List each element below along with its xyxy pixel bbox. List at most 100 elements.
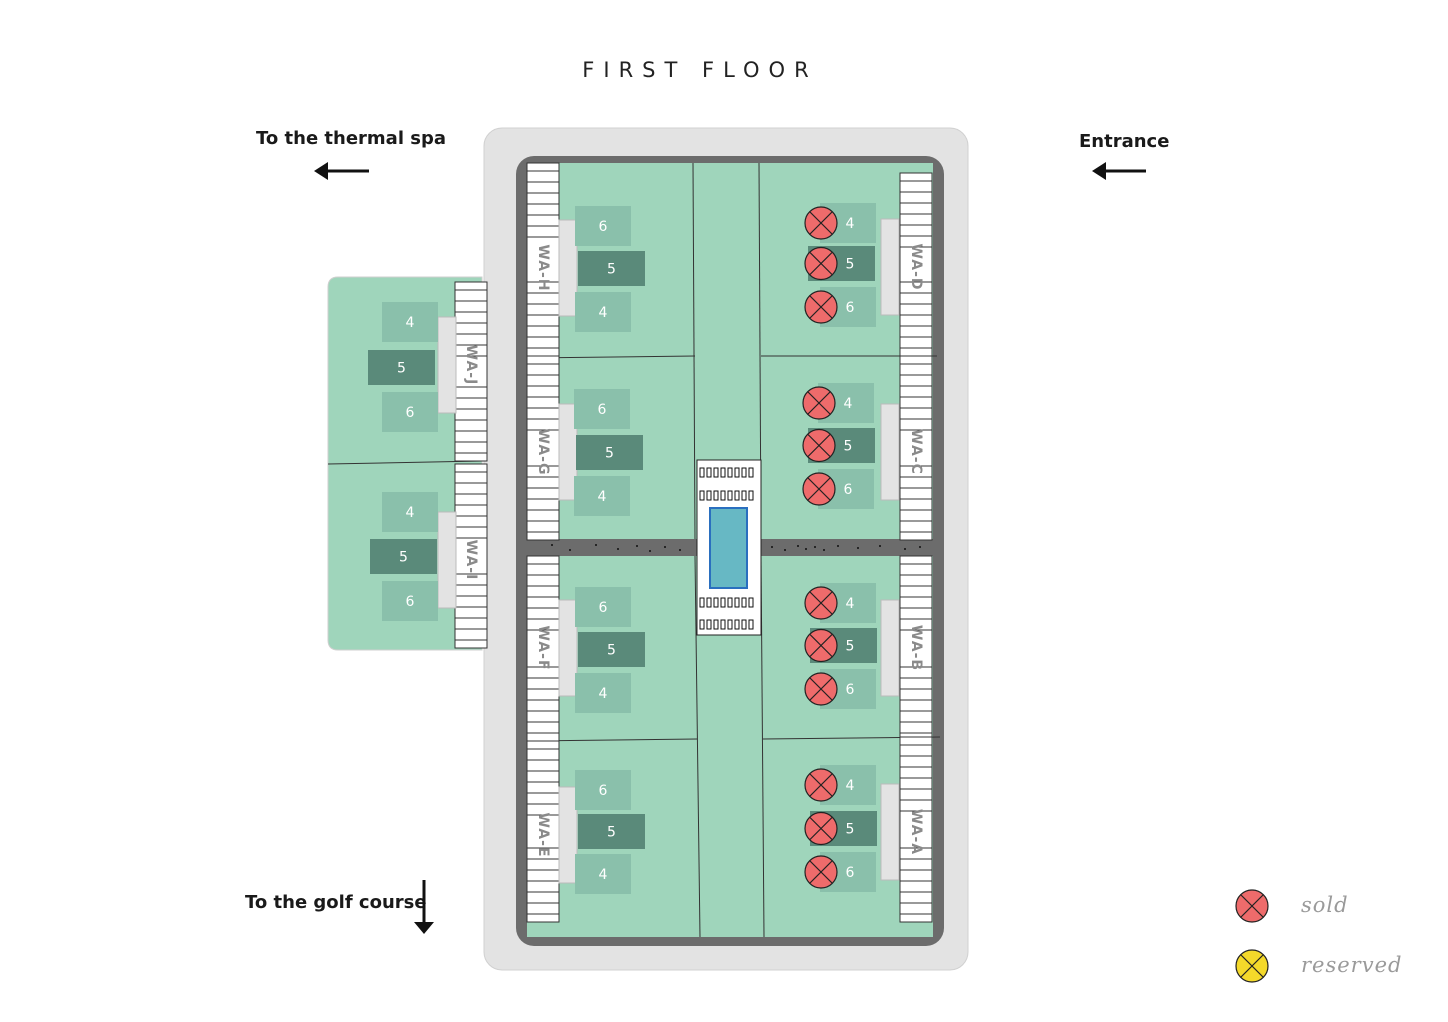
building-wa-g: WA-G 6 5 4 xyxy=(526,355,643,541)
unit-number: 5 xyxy=(846,822,855,838)
building-label: WA-D xyxy=(908,243,924,290)
building-label: WA-F xyxy=(535,625,551,670)
unit-number: 4 xyxy=(599,686,608,702)
arrow-left-icon xyxy=(1092,162,1146,180)
unit-number: 5 xyxy=(844,439,853,455)
sold-marker-icon xyxy=(804,768,838,802)
sun-lounger xyxy=(741,597,747,608)
unit-wa-e-5[interactable]: 5 xyxy=(578,814,645,849)
unit-wa-g-6[interactable]: 6 xyxy=(574,389,630,429)
unit-wa-b-5[interactable]: 5 xyxy=(804,628,877,663)
sun-lounger xyxy=(699,597,705,608)
building-wa-h: WA-H 6 5 4 xyxy=(526,162,645,357)
building-wa-b: WA-B 4 5 6 xyxy=(804,555,933,742)
legend-sold-icon xyxy=(1235,889,1269,923)
sun-lounger xyxy=(748,490,754,501)
unit-wa-i-6[interactable]: 6 xyxy=(382,581,438,621)
sold-marker-icon xyxy=(804,290,838,324)
building-label: WA-C xyxy=(908,429,924,475)
unit-wa-h-6[interactable]: 6 xyxy=(575,206,631,246)
unit-wa-a-4[interactable]: 4 xyxy=(804,765,876,805)
unit-wa-c-4[interactable]: 4 xyxy=(802,383,874,423)
sun-lounger xyxy=(720,597,726,608)
unit-number: 5 xyxy=(397,361,406,377)
unit-number: 5 xyxy=(846,257,855,273)
unit-wa-f-4[interactable]: 4 xyxy=(575,673,631,713)
sun-lounger xyxy=(713,490,719,501)
swimming-pool xyxy=(709,507,748,589)
unit-number: 6 xyxy=(598,402,607,418)
sold-marker-icon xyxy=(804,628,838,663)
unit-wa-h-5[interactable]: 5 xyxy=(578,251,645,286)
unit-number: 5 xyxy=(607,825,616,841)
unit-wa-f-5[interactable]: 5 xyxy=(578,632,645,667)
golf-course-label: To the golf course xyxy=(245,892,427,913)
unit-wa-d-5[interactable]: 5 xyxy=(804,246,875,281)
unit-wa-b-6[interactable]: 6 xyxy=(804,669,876,709)
unit-wa-c-5[interactable]: 5 xyxy=(802,428,875,463)
legend-sold-label: sold xyxy=(1301,893,1349,917)
unit-wa-d-4[interactable]: 4 xyxy=(804,203,876,243)
unit-number: 5 xyxy=(605,446,614,462)
sun-lounger xyxy=(741,467,747,478)
sold-marker-icon xyxy=(804,206,838,240)
sun-lounger xyxy=(699,467,705,478)
legend-reserved-icon xyxy=(1235,949,1269,983)
unit-wa-a-5[interactable]: 5 xyxy=(804,811,877,846)
unit-wa-i-5[interactable]: 5 xyxy=(370,539,437,574)
building-label: WA-G xyxy=(535,429,551,476)
unit-number: 6 xyxy=(406,405,415,421)
unit-wa-g-4[interactable]: 4 xyxy=(574,476,630,516)
sold-marker-icon xyxy=(804,586,838,620)
sold-marker-icon xyxy=(802,472,836,506)
unit-number: 4 xyxy=(599,305,608,321)
building-wa-a: WA-A 4 5 6 xyxy=(804,736,933,923)
sun-lounger xyxy=(720,619,726,630)
unit-wa-d-6[interactable]: 6 xyxy=(804,287,876,327)
unit-number: 6 xyxy=(599,783,608,799)
unit-number: 4 xyxy=(844,396,853,412)
floor-title: FIRST FLOOR xyxy=(582,58,818,82)
unit-wa-e-6[interactable]: 6 xyxy=(575,770,631,810)
sun-lounger xyxy=(713,597,719,608)
entrance-label: Entrance xyxy=(1079,131,1170,152)
unit-number: 6 xyxy=(599,219,608,235)
building-label: WA-H xyxy=(535,244,551,291)
unit-wa-g-5[interactable]: 5 xyxy=(576,435,643,470)
unit-number: 6 xyxy=(406,594,415,610)
unit-wa-j-5[interactable]: 5 xyxy=(368,350,435,385)
unit-wa-e-4[interactable]: 4 xyxy=(575,854,631,894)
sold-marker-icon xyxy=(804,672,838,706)
unit-wa-j-6[interactable]: 6 xyxy=(382,392,438,432)
unit-number: 4 xyxy=(846,778,855,794)
building-label: WA-A xyxy=(908,809,924,855)
unit-number: 5 xyxy=(607,643,616,659)
unit-number: 5 xyxy=(607,262,616,278)
unit-number: 4 xyxy=(846,216,855,232)
unit-number: 5 xyxy=(846,639,855,655)
sun-lounger xyxy=(734,619,740,630)
building-wa-c: WA-C 4 5 6 xyxy=(802,355,933,541)
sun-lounger xyxy=(706,619,712,630)
unit-wa-h-4[interactable]: 4 xyxy=(575,292,631,332)
unit-wa-a-6[interactable]: 6 xyxy=(804,852,876,892)
sold-marker-icon xyxy=(802,428,836,463)
unit-number: 6 xyxy=(846,300,855,316)
sun-lounger xyxy=(727,597,733,608)
sun-lounger xyxy=(720,467,726,478)
unit-wa-c-6[interactable]: 6 xyxy=(802,469,874,509)
sun-lounger xyxy=(727,467,733,478)
unit-wa-j-4[interactable]: 4 xyxy=(382,302,438,342)
building-label: WA-J xyxy=(463,345,479,386)
sold-marker-icon xyxy=(802,386,836,420)
unit-wa-i-4[interactable]: 4 xyxy=(382,492,438,532)
unit-wa-f-6[interactable]: 6 xyxy=(575,587,631,627)
unit-number: 6 xyxy=(844,482,853,498)
sun-lounger xyxy=(706,467,712,478)
unit-wa-b-4[interactable]: 4 xyxy=(804,583,876,623)
sun-lounger xyxy=(734,490,740,501)
building-label: WA-B xyxy=(908,625,924,671)
